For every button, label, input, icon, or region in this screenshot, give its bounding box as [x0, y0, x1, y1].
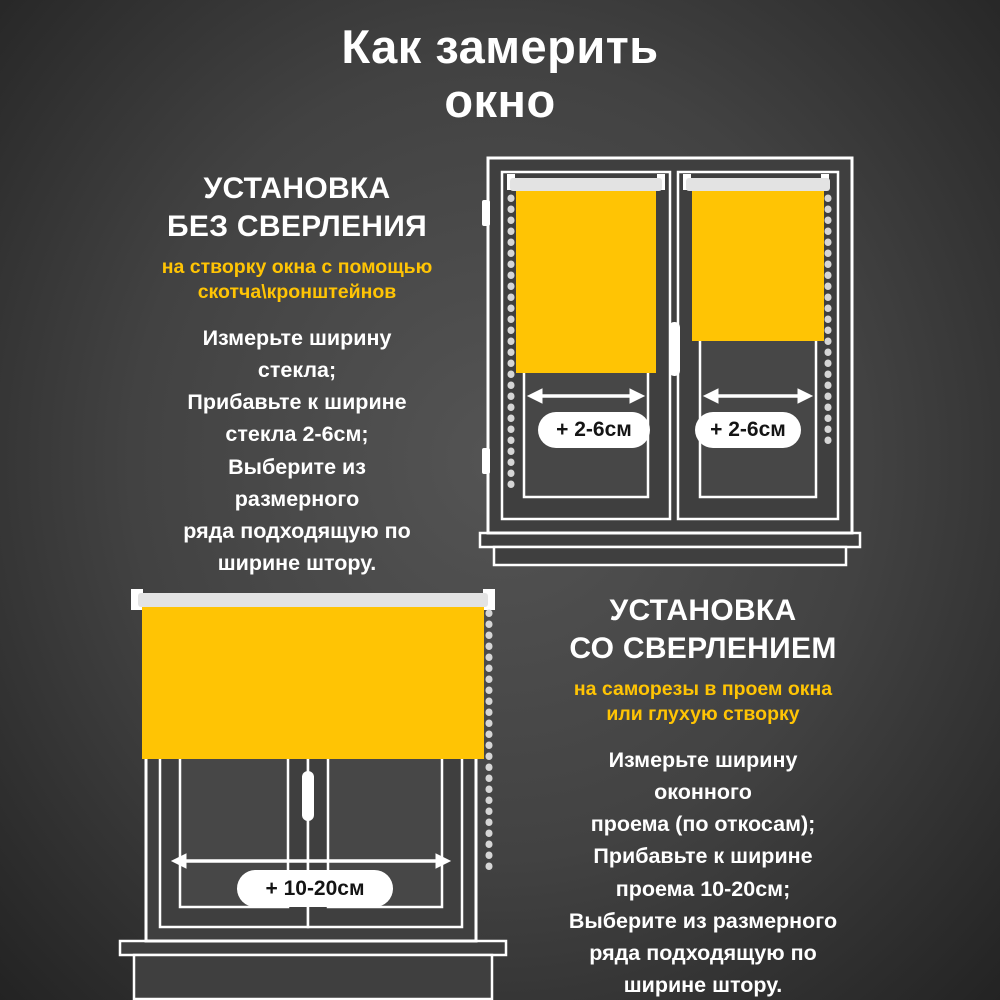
width-arrow-right-icon [702, 388, 814, 404]
page-title: Как замерить окно [341, 20, 659, 128]
section-no-drilling: УСТАНОВКА БЕЗ СВЕРЛЕНИЯ на створку окна … [118, 170, 476, 580]
sash-window-drawing [478, 156, 862, 567]
no-drilling-heading: УСТАНОВКА БЕЗ СВЕРЛЕНИЯ [167, 172, 427, 243]
with-drilling-heading: УСТАНОВКА СО СВЕРЛЕНИЕМ [569, 594, 837, 665]
wide-roller-blind [131, 589, 495, 875]
window-sill [118, 939, 508, 1000]
measure-label-left-sash: + 2-6см [538, 412, 650, 448]
window-handle-icon [669, 322, 680, 376]
measure-label-opening: + 10-20см [237, 870, 393, 907]
measure-label-right-sash: + 2-6см [695, 412, 801, 448]
width-arrow-left-icon [526, 388, 646, 404]
opening-window-drawing [118, 589, 508, 1000]
no-drilling-instructions: Измерьте ширину стекла; Прибавьте к шири… [183, 325, 411, 576]
hinge-icon [482, 200, 490, 474]
with-drilling-instructions: Измерьте ширину оконного проема (по отко… [568, 747, 838, 998]
with-drilling-subheading: на саморезы в проем окна или глухую ство… [573, 678, 833, 726]
section-with-drilling: УСТАНОВКА СО СВЕРЛЕНИЕМ на саморезы в пр… [512, 592, 894, 1000]
width-arrow-icon [170, 853, 452, 869]
no-drilling-subheading: на створку окна с помощью скотча\кронште… [161, 256, 433, 304]
left-roller-blind [507, 174, 665, 489]
window-sill [478, 531, 862, 567]
window-handle-icon [302, 771, 314, 821]
right-roller-blind [683, 174, 832, 449]
sash-window-illustration: + 2-6см + 2-6см [478, 150, 862, 568]
opening-window-illustration: + 10-20см [118, 583, 508, 1000]
